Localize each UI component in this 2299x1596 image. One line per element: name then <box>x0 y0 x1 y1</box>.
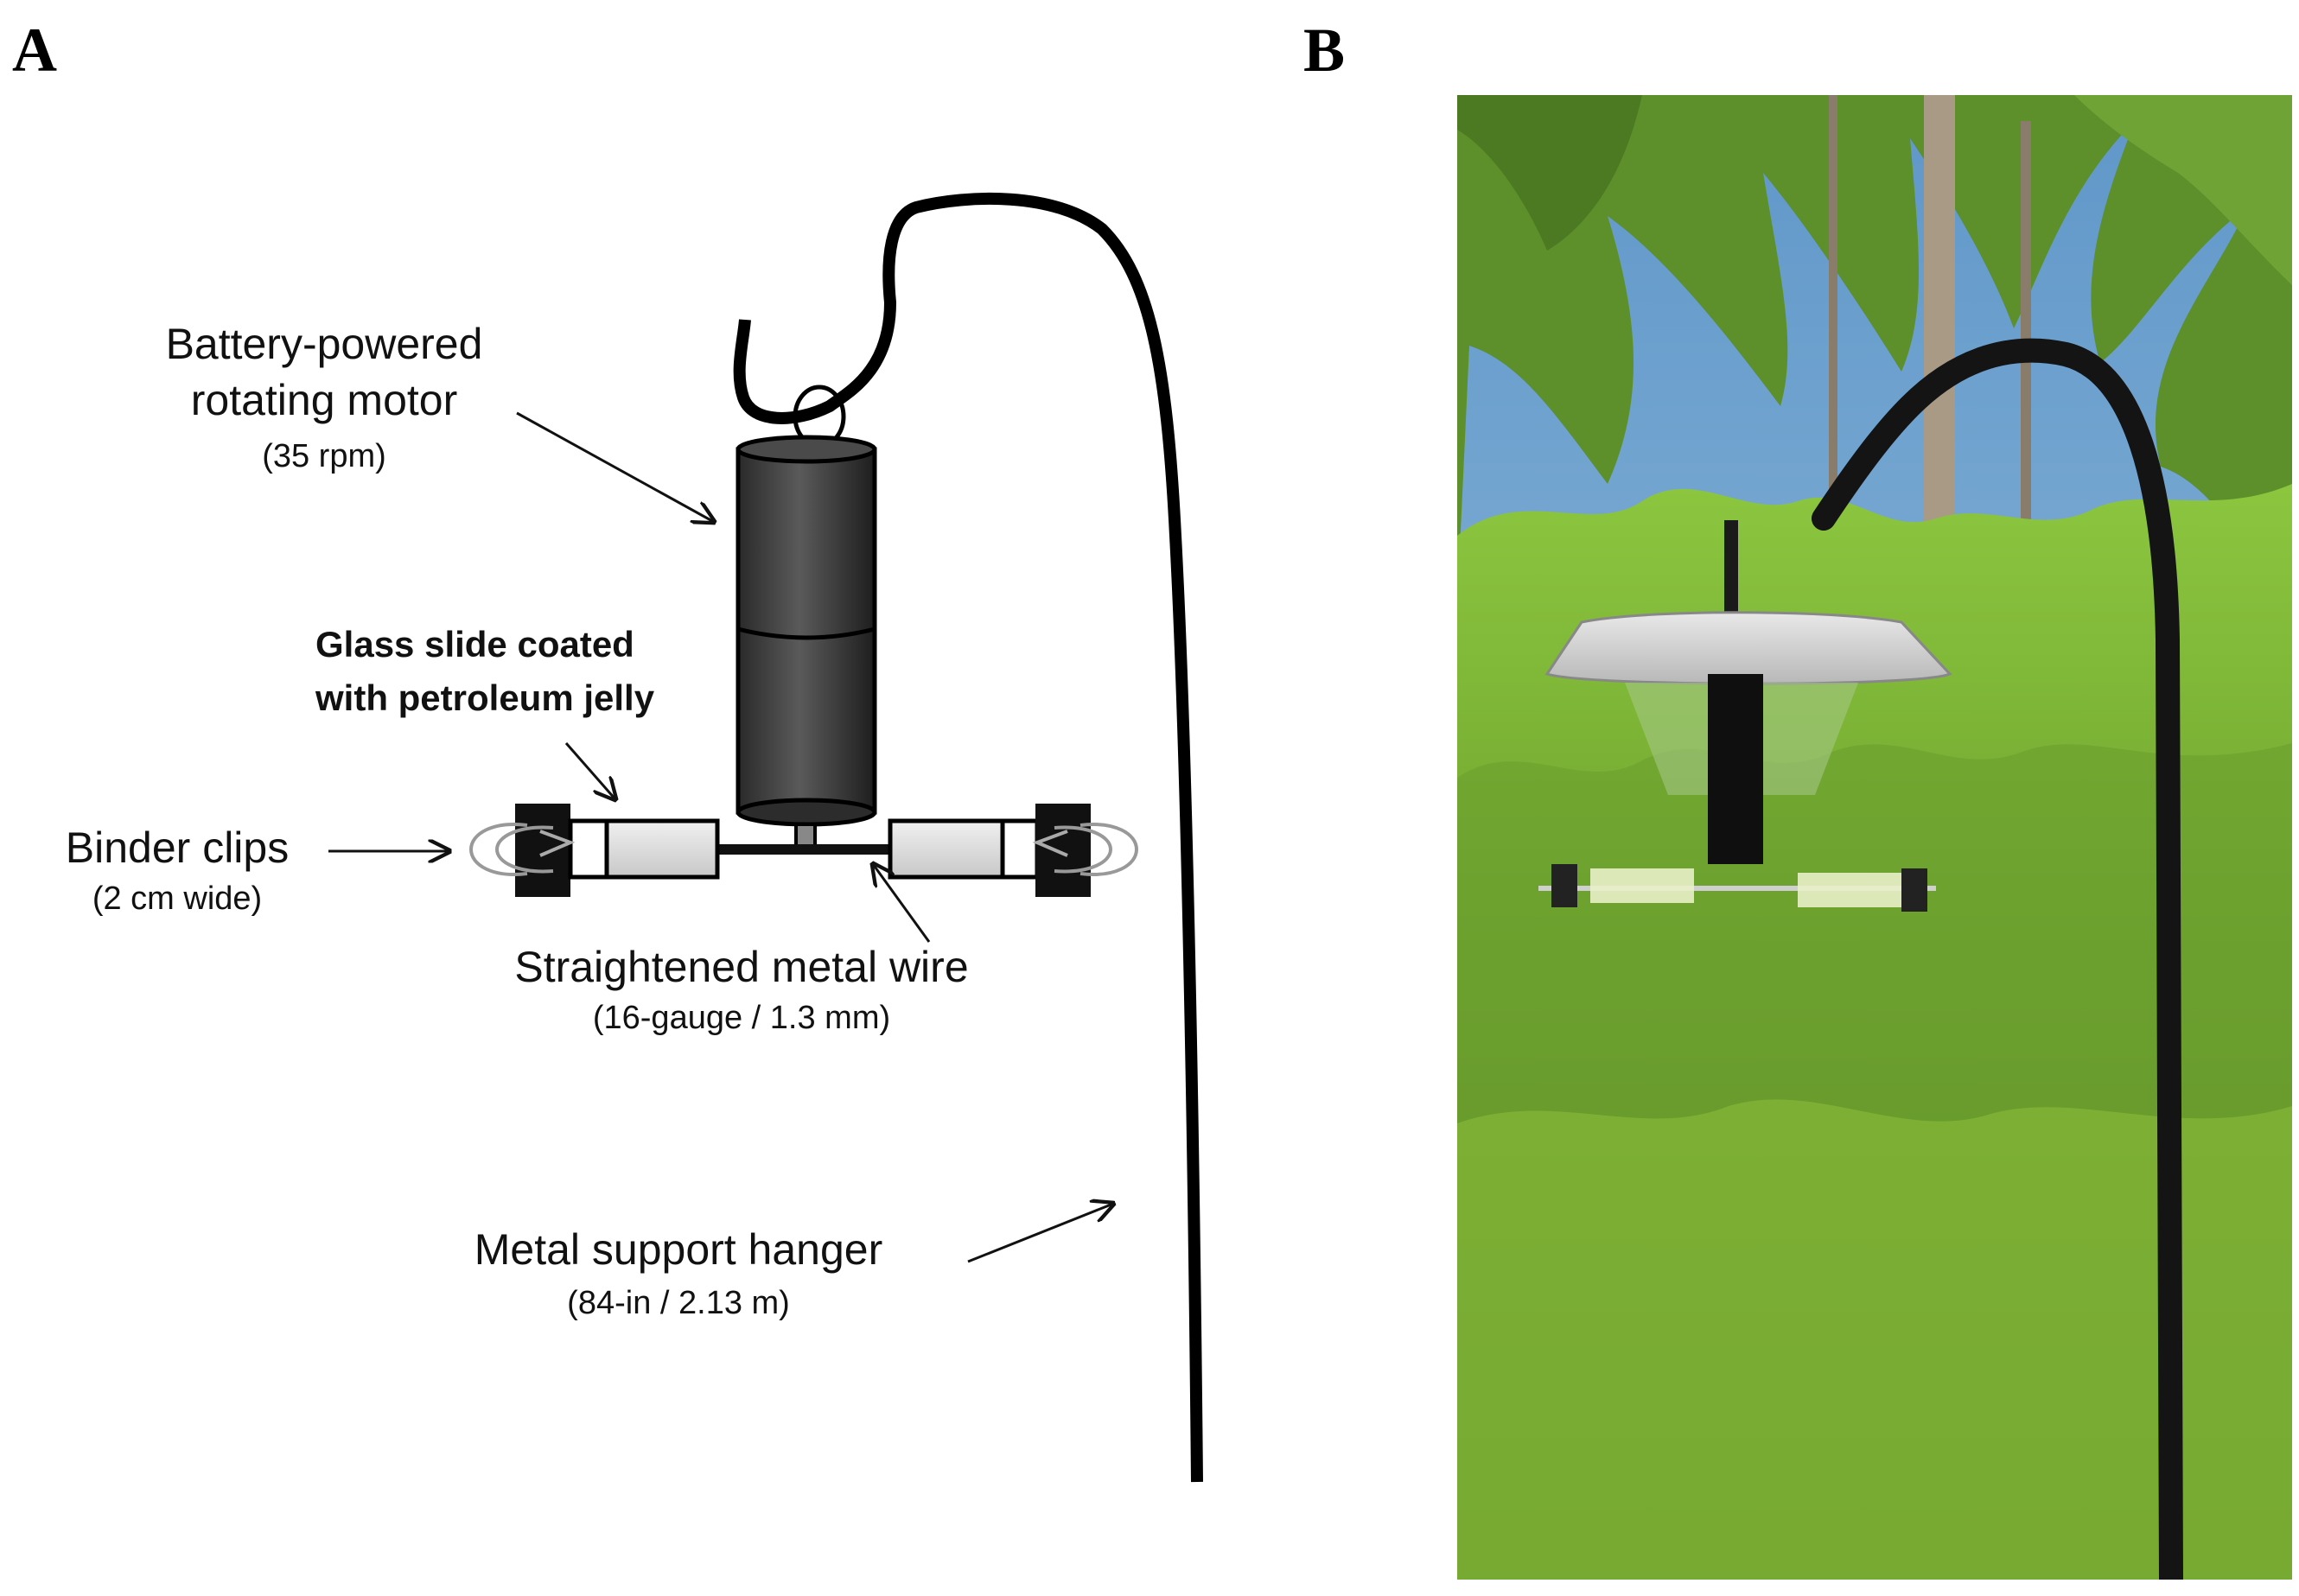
slide-label-line2: with petroleum jelly <box>315 677 655 718</box>
glass-slide-right <box>888 818 1005 880</box>
photo-slide-right <box>1798 873 1901 907</box>
panel-label-b: B <box>1303 16 1345 85</box>
glass-slide-left <box>602 818 720 880</box>
schematic-diagram: Battery-powered rotating motor (35 rpm) … <box>66 192 1203 1483</box>
panel-label-a: A <box>12 16 57 85</box>
motor-label-line1: Battery-powered <box>166 320 483 368</box>
wire-arrow <box>873 864 931 943</box>
photo-rain-shield <box>1544 611 1952 685</box>
motor-label-detail: (35 rpm) <box>262 438 386 474</box>
motor-label-line2: rotating motor <box>191 376 457 424</box>
hanger-arrow <box>967 1204 1113 1263</box>
slide-arrow <box>564 742 615 799</box>
photo-motor-body <box>1708 674 1763 864</box>
field-photo <box>1457 95 2292 1580</box>
clips-label-detail: (2 cm wide) <box>92 881 262 917</box>
motor-arrow <box>516 411 714 522</box>
hanger-label-line1: Metal support hanger <box>474 1225 883 1274</box>
tree-canopy <box>1457 95 2292 605</box>
binder-clip-right <box>1000 804 1139 897</box>
photo-slide-left <box>1590 868 1694 903</box>
wire-label-detail: (16-gauge / 1.3 mm) <box>593 1000 890 1036</box>
binder-clip-left <box>468 804 609 897</box>
clips-label-line1: Binder clips <box>66 823 289 872</box>
slide-label-line1: Glass slide coated <box>315 624 634 664</box>
metal-support-hanger <box>733 192 1203 1483</box>
wire-label-line1: Straightened metal wire <box>514 943 968 991</box>
rotating-motor <box>736 435 877 852</box>
hanger-label-detail: (84-in / 2.13 m) <box>567 1285 790 1321</box>
photo-wire-arms <box>1538 886 1936 891</box>
photo-motor-rod <box>1724 520 1738 633</box>
photo-hanger-pole <box>1812 338 2183 1580</box>
